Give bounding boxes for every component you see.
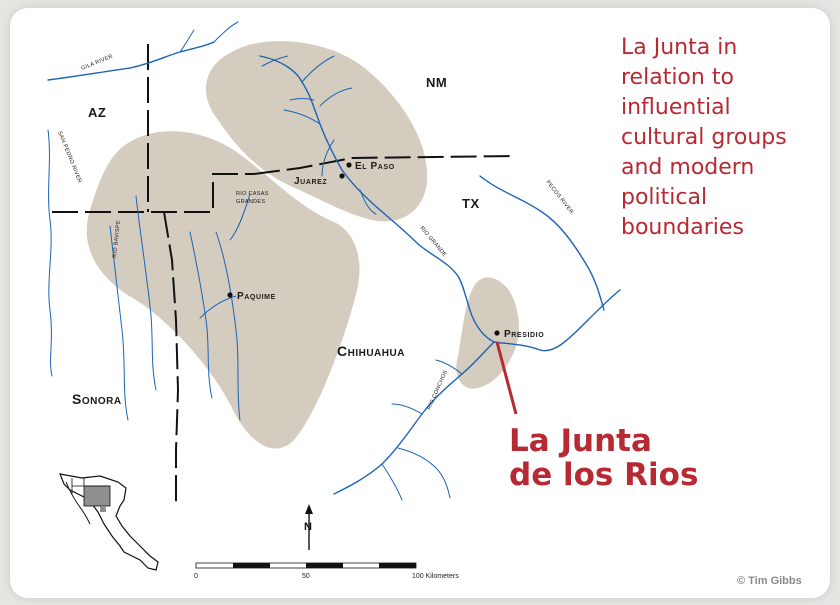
inset-locator-map xyxy=(59,473,159,571)
us-mexico-boundary-east xyxy=(253,155,517,175)
state-label-chihuahua: Chihuahua xyxy=(337,343,405,359)
map-caption: La Junta in relation to influential cult… xyxy=(621,33,826,243)
caption-line: and modern xyxy=(621,155,755,180)
gila-river xyxy=(47,21,239,81)
state-label-az: AZ xyxy=(88,105,106,120)
rio-grande-river xyxy=(259,55,621,352)
river-label-bavispe: RIO BAVISPE xyxy=(112,220,122,258)
river-label-conchos: RIO CONCHOS xyxy=(426,369,449,410)
callout-line-1: La Junta xyxy=(509,423,652,459)
state-label-tx: TX xyxy=(462,196,480,211)
callout-line-2: de los Rios xyxy=(509,457,699,493)
caption-line: influential xyxy=(621,95,731,120)
copyright-credit: © Tim Gibbs xyxy=(737,575,802,587)
cultural-region-north xyxy=(205,41,428,222)
city-dot-el-paso xyxy=(346,162,352,168)
san-pedro-river xyxy=(47,129,53,377)
city-label-el-paso: El Paso xyxy=(355,161,395,172)
city-label-juarez: Juarez xyxy=(294,176,327,187)
scale-tick-100: 100 Kilometers xyxy=(412,573,459,580)
river-label-gila: GILA RIVER xyxy=(81,54,114,72)
pecos-river xyxy=(479,175,605,311)
caption-line: cultural groups xyxy=(621,125,787,150)
river-label-san-pedro: SAN PEDRO RIVER xyxy=(56,131,82,184)
caption-line: La Junta in xyxy=(621,35,738,60)
river-label-casas-grandes-2: GRANDES xyxy=(236,199,265,205)
city-dot-presidio xyxy=(494,330,500,336)
la-junta-callout: La Junta de los Rios xyxy=(509,424,739,492)
river-label-rio-grande: RIO GRANDE xyxy=(418,225,447,258)
caption-line: political xyxy=(621,185,708,210)
us-mexico-boundary-west xyxy=(52,173,254,213)
river-label-pecos: PECOS RIVER xyxy=(544,180,574,216)
north-arrow: N xyxy=(304,504,313,550)
rio-conchos-river xyxy=(333,341,495,501)
city-dot-juarez xyxy=(339,173,345,179)
la-junta-leader-line xyxy=(495,341,518,415)
rio-bavispe-river xyxy=(109,195,157,421)
city-label-paquime: Paquime xyxy=(237,291,276,302)
rio-casas-grandes-river xyxy=(189,193,251,421)
scale-tick-50: 50 xyxy=(302,573,310,580)
sonora-chihuahua-boundary xyxy=(163,211,180,505)
city-label-presidio: Presidio xyxy=(504,329,544,340)
city-dot-paquime xyxy=(227,292,233,298)
north-label: N xyxy=(304,521,312,533)
scale-tick-0: 0 xyxy=(194,573,198,580)
cultural-region-west xyxy=(86,131,360,449)
river-label-casas-grandes-1: RIO CASAS xyxy=(236,191,269,197)
state-label-nm: NM xyxy=(426,75,447,90)
caption-line: relation to xyxy=(621,65,734,90)
state-label-sonora: Sonora xyxy=(72,391,122,407)
scale-bar: 0 50 100 Kilometers xyxy=(194,562,459,580)
caption-line: boundaries xyxy=(621,215,744,240)
